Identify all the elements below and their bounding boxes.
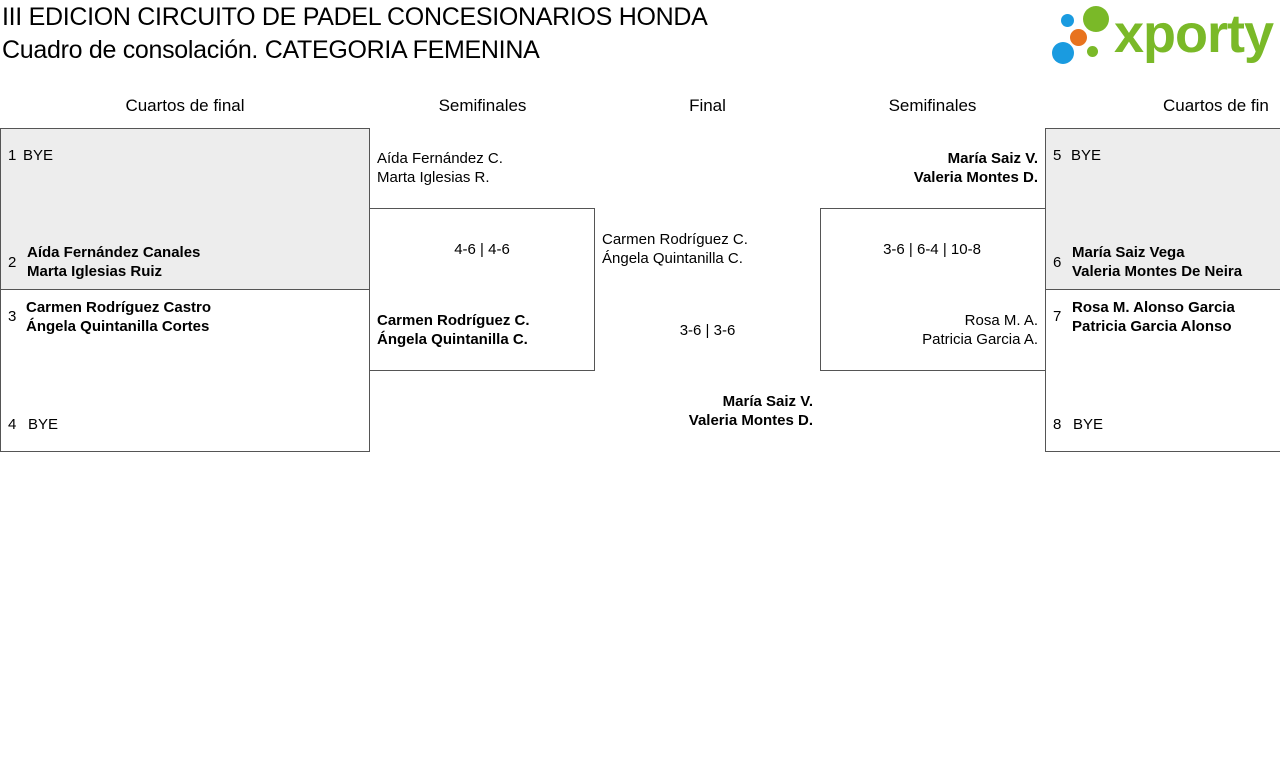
player-name: Marta Iglesias R. [377, 169, 490, 186]
left-quarter-match-1 [0, 128, 370, 290]
seed-number: 7 [1053, 308, 1062, 325]
player-name: Valeria Montes De Neira [1072, 263, 1243, 280]
player-name: BYE [1071, 147, 1102, 164]
logo-dot-blue-small [1061, 14, 1074, 27]
champion-name: Valeria Montes D. [688, 412, 813, 429]
tournament-title: III EDICION CIRCUITO DE PADEL CONCESIONA… [2, 3, 708, 31]
player-name: Carmen Rodríguez C. [377, 312, 530, 329]
logo-wordmark: xporty [1114, 4, 1274, 64]
player-name: Carmen Rodríguez Castro [26, 299, 212, 316]
player-name: Ángela Quintanilla C. [602, 250, 743, 267]
player-name: Patricia Garcia Alonso [1072, 318, 1232, 335]
round-header-final: Final [689, 96, 726, 115]
player-name: Carmen Rodríguez C. [602, 231, 748, 248]
seed-number: 2 [8, 254, 17, 271]
player-name: Rosa M. A. [964, 312, 1038, 329]
player-name: BYE [23, 147, 54, 164]
logo-dot-blue-large [1052, 42, 1074, 64]
player-name: Marta Iglesias Ruiz [27, 263, 163, 280]
seed-number: 8 [1053, 416, 1062, 433]
match-score: 4-6 | 4-6 [454, 241, 510, 258]
player-name: Ángela Quintanilla C. [377, 331, 528, 348]
seed-number: 5 [1053, 147, 1062, 164]
player-name: BYE [28, 416, 59, 433]
player-name: Aída Fernández Canales [27, 244, 201, 261]
draw-subtitle: Cuadro de consolación. CATEGORIA FEMENIN… [2, 36, 540, 64]
player-name: María Saiz Vega [1072, 244, 1185, 261]
xporty-logo[interactable]: xporty [1052, 4, 1276, 68]
player-name: Patricia Garcia A. [922, 331, 1038, 348]
seed-number: 4 [8, 416, 17, 433]
champion-name: María Saiz V. [722, 393, 813, 410]
seed-number: 6 [1053, 254, 1062, 271]
right-semi-match [820, 208, 1046, 371]
left-semi-match [369, 208, 595, 371]
round-header-quarters-left: Cuartos de final [125, 96, 245, 115]
logo-dot-green [1083, 6, 1109, 32]
player-name: BYE [1073, 416, 1104, 433]
final-score: 3-6 | 3-6 [679, 322, 736, 339]
player-name: Ángela Quintanilla Cortes [26, 318, 210, 335]
logo-dot-orange [1070, 29, 1087, 46]
player-name: María Saiz V. [947, 150, 1038, 167]
player-name: Valeria Montes D. [913, 169, 1038, 186]
round-header-quarters-right: Cuartos de fin [1163, 96, 1269, 115]
round-header-semis-left: Semifinales [438, 96, 527, 115]
player-name: Aída Fernández C. [377, 150, 503, 167]
seed-number: 1 [8, 147, 17, 164]
match-score: 3-6 | 6-4 | 10-8 [883, 241, 981, 258]
round-header-semis-right: Semifinales [888, 96, 977, 115]
logo-dot-green-small [1087, 46, 1098, 57]
seed-number: 3 [8, 308, 17, 325]
player-name: Rosa M. Alonso Garcia [1072, 299, 1235, 316]
right-quarter-match-2 [1045, 289, 1280, 452]
